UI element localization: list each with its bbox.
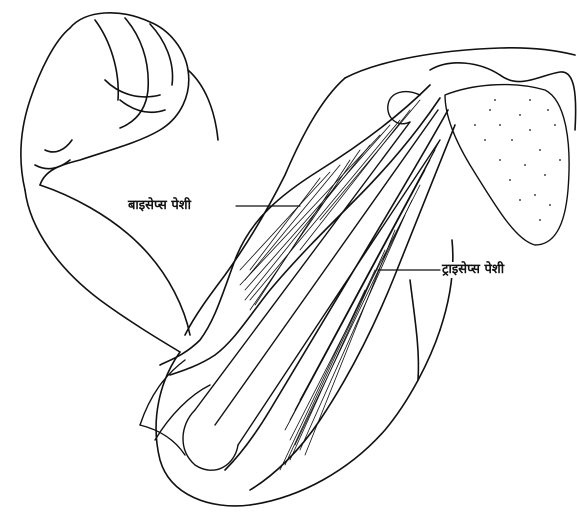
biceps-label: बाइसेप्स पेशी	[128, 198, 191, 214]
triceps-label: ट्राइसेप्स पेशी	[442, 262, 504, 278]
forearm-bones	[140, 360, 210, 455]
triceps-muscle	[225, 110, 455, 490]
scapula	[445, 85, 569, 245]
